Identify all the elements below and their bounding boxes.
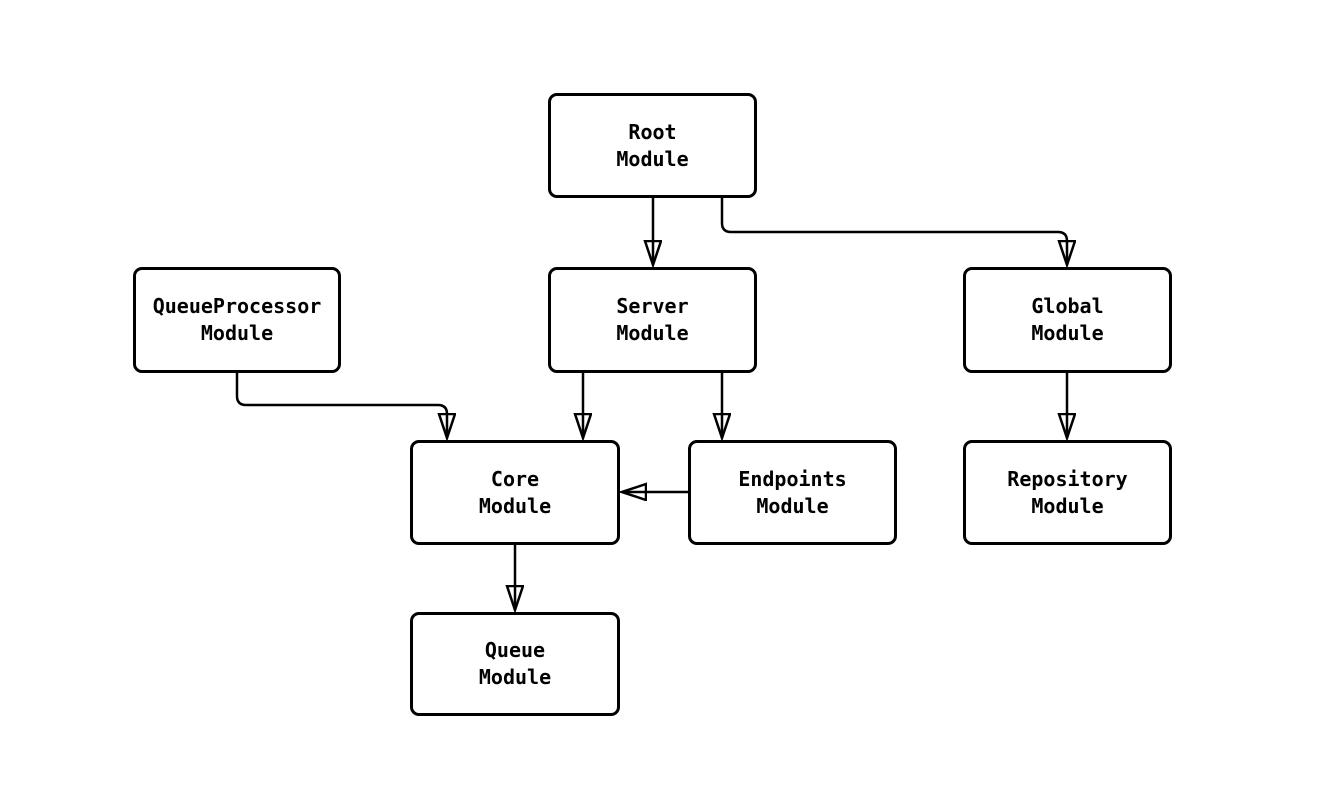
node-label-line2: Module bbox=[478, 493, 552, 518]
node-label-line1: Server bbox=[616, 294, 689, 318]
node-label-line1: QueueProcessor bbox=[152, 294, 322, 318]
node-label-line1: Core bbox=[490, 466, 540, 491]
node-label-line2: Module bbox=[616, 146, 689, 171]
node-queueprocessor-module: QueueProcessor Module bbox=[133, 267, 341, 373]
node-label-line2: Module bbox=[1031, 493, 1104, 518]
node-root-module: Root Module bbox=[548, 93, 757, 198]
node-label-line2: Module bbox=[756, 493, 829, 518]
node-label-line1: Global bbox=[1031, 294, 1104, 318]
node-core-module: Core Module bbox=[410, 440, 620, 545]
edge-root-to-global bbox=[720, 198, 1067, 265]
node-label-line2: Module bbox=[200, 321, 274, 345]
node-label-line1: Queue bbox=[484, 638, 546, 662]
node-label-line1: Root bbox=[628, 119, 677, 144]
node-global-module: Global Module bbox=[963, 267, 1172, 373]
node-label-line2: Module bbox=[478, 665, 552, 689]
node-label-line1: Endpoints bbox=[738, 466, 847, 491]
node-server-module: Server Module bbox=[548, 267, 757, 373]
node-label-line2: Module bbox=[616, 321, 689, 345]
edge-queueprocessor-to-core bbox=[235, 373, 447, 438]
node-repository-module: Repository Module bbox=[963, 440, 1172, 545]
node-label-line1: Repository bbox=[1007, 466, 1128, 491]
node-endpoints-module: Endpoints Module bbox=[688, 440, 897, 545]
node-label-line2: Module bbox=[1031, 321, 1104, 345]
node-queue-module: Queue Module bbox=[410, 612, 620, 716]
